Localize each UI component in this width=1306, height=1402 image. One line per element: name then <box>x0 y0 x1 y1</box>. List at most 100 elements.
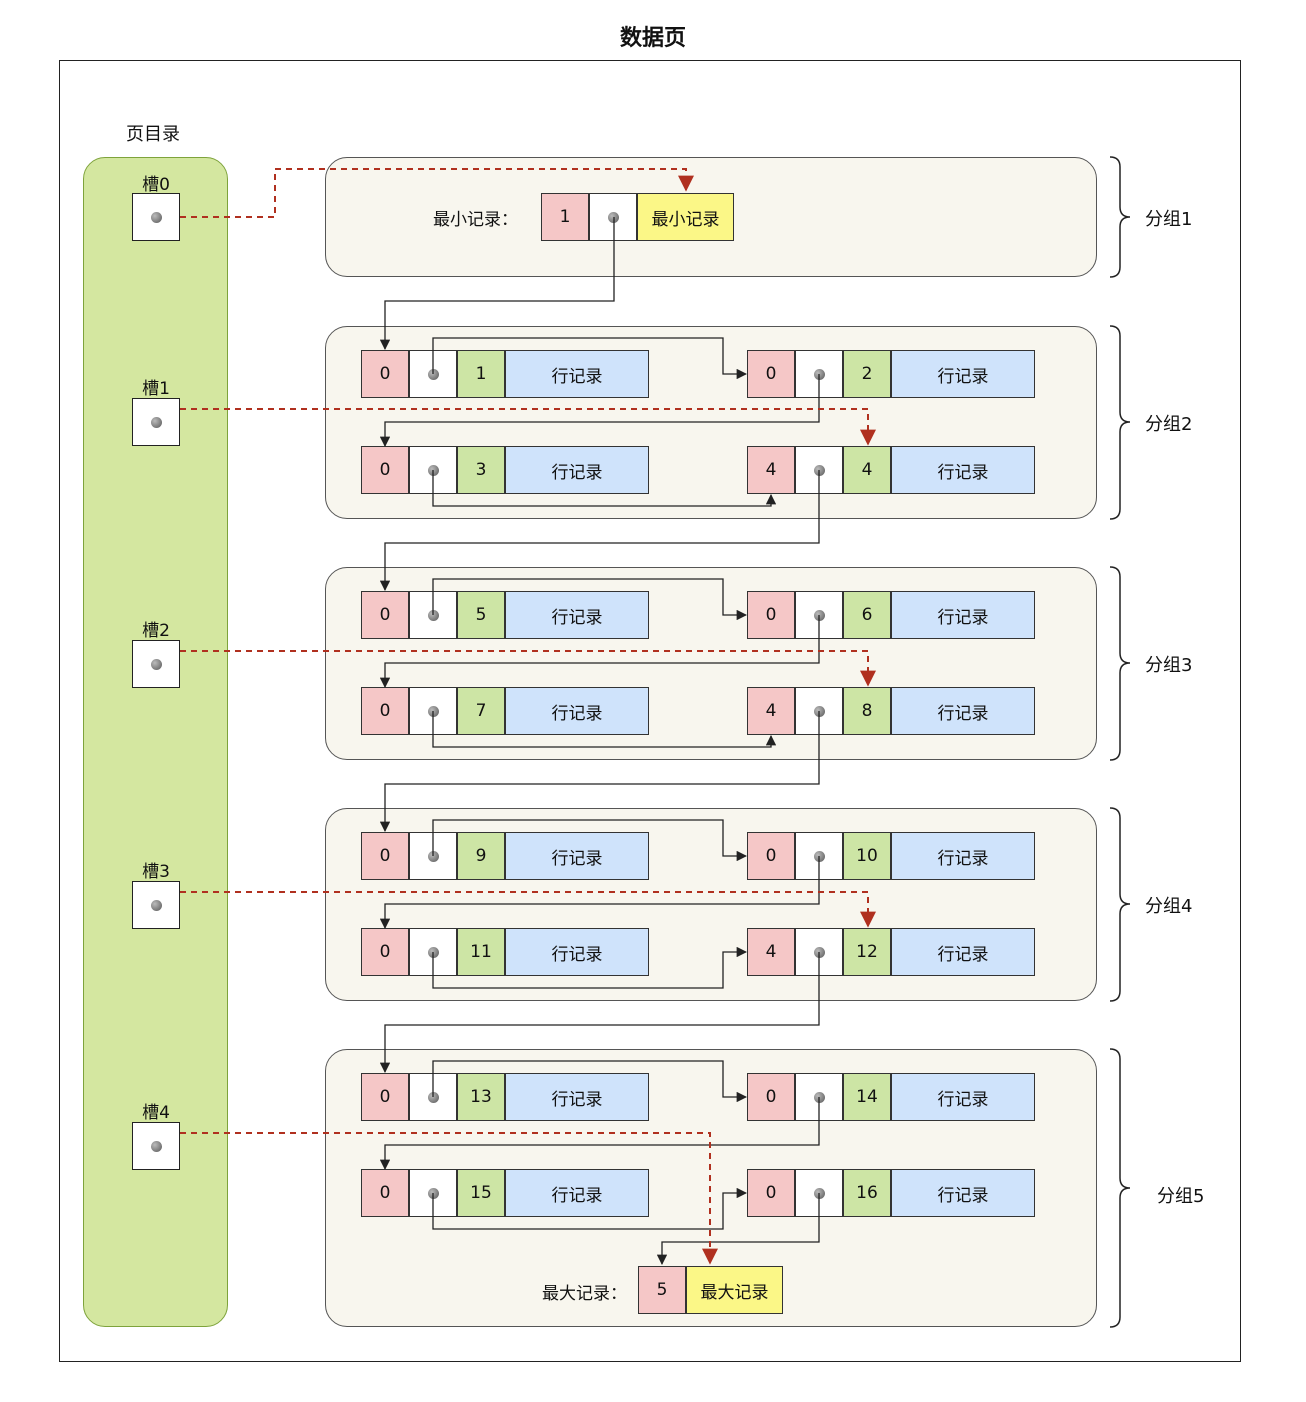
slot-1 <box>132 398 180 446</box>
group-5-brace <box>1109 1048 1131 1328</box>
record-key: 13 <box>457 1073 505 1121</box>
slot-4-label: 槽4 <box>142 1103 170 1123</box>
group-1-brace <box>1109 156 1131 278</box>
record-n-owned: 0 <box>747 591 795 639</box>
group-2-brace <box>1109 325 1131 520</box>
arrow-11-to-12 <box>432 946 748 989</box>
next-record-arrows <box>379 217 820 1266</box>
record-n-owned: 4 <box>747 928 795 976</box>
supremum-record: 最大记录 <box>686 1266 783 1314</box>
arrow-4-to-5 <box>379 470 820 592</box>
pointer-dot-icon <box>150 211 162 223</box>
slot-2-arrow <box>180 650 876 687</box>
group-3-label: 分组3 <box>1145 655 1193 676</box>
record-row-data: 行记录 <box>891 832 1035 880</box>
record-row-data: 行记录 <box>891 591 1035 639</box>
record-key: 12 <box>843 928 891 976</box>
slot-2-label: 槽2 <box>142 621 170 641</box>
infimum-next-pointer <box>589 193 637 241</box>
arrow-8-to-9 <box>379 711 820 833</box>
arrow-infimum-to-1 <box>379 217 615 351</box>
group-4-label: 分组4 <box>1145 896 1193 917</box>
record-key: 4 <box>843 446 891 494</box>
record-row-data: 行记录 <box>891 687 1035 735</box>
record-row-data: 行记录 <box>505 832 649 880</box>
page-directory-label: 页目录 <box>126 124 180 145</box>
record-n-owned: 0 <box>361 446 409 494</box>
infimum-record: 最小记录 <box>637 193 734 241</box>
record-row-data: 行记录 <box>891 928 1035 976</box>
record-key: 6 <box>843 591 891 639</box>
group-5-label: 分组5 <box>1157 1186 1205 1207</box>
slot-4-arrow <box>180 1132 718 1265</box>
record-key: 8 <box>843 687 891 735</box>
record-n-owned: 0 <box>747 1073 795 1121</box>
record-n-owned: 0 <box>747 350 795 398</box>
arrow-3-to-4 <box>432 470 777 507</box>
record-n-owned: 0 <box>747 832 795 880</box>
slot-3-label: 槽3 <box>142 862 170 882</box>
record-row-data: 行记录 <box>891 446 1035 494</box>
arrow-7-to-8 <box>432 711 777 748</box>
supremum-label: 最大记录： <box>542 1284 627 1304</box>
record-n-owned: 0 <box>361 350 409 398</box>
pointer-dot-icon <box>150 658 162 670</box>
slot-1-arrow <box>180 408 876 446</box>
record-row-data: 行记录 <box>505 1169 649 1217</box>
record-row-data: 行记录 <box>505 350 649 398</box>
arrow-2-to-3 <box>379 374 820 448</box>
slot-1-label: 槽1 <box>142 379 170 399</box>
group-braces <box>1109 156 1131 1328</box>
record-n-owned: 0 <box>361 1169 409 1217</box>
slot-3-arrow <box>180 891 876 928</box>
arrow-14-to-15 <box>379 1097 820 1171</box>
record-n-owned: 0 <box>361 1073 409 1121</box>
slot-2 <box>132 640 180 688</box>
arrow-1-to-2 <box>432 337 748 380</box>
record-row-data: 行记录 <box>891 1073 1035 1121</box>
group-2-label: 分组2 <box>1145 414 1193 435</box>
slot-3 <box>132 881 180 929</box>
arrow-15-to-16 <box>432 1187 748 1230</box>
record-row-data: 行记录 <box>505 687 649 735</box>
infimum-n-owned: 1 <box>541 193 589 241</box>
arrow-9-to-10 <box>432 819 748 862</box>
supremum-n-owned: 5 <box>638 1266 686 1314</box>
record-row-data: 行记录 <box>505 446 649 494</box>
record-key: 9 <box>457 832 505 880</box>
pointer-dot-icon <box>150 416 162 428</box>
slot-0-label: 槽0 <box>142 175 170 195</box>
record-n-owned: 4 <box>747 446 795 494</box>
infimum-label: 最小记录： <box>433 210 518 230</box>
page-title: 数据页 <box>619 26 686 51</box>
record-n-owned: 0 <box>361 591 409 639</box>
record-key: 5 <box>457 591 505 639</box>
group-3-brace <box>1109 566 1131 761</box>
arrow-16-to-supremum <box>656 1193 820 1266</box>
group-4-brace <box>1109 807 1131 1002</box>
data-page-frame <box>59 60 1241 1362</box>
record-key: 7 <box>457 687 505 735</box>
pointer-dot-icon <box>150 899 162 911</box>
group-1-label: 分组1 <box>1145 209 1193 230</box>
arrow-5-to-6 <box>432 578 748 621</box>
arrow-13-to-14 <box>432 1060 748 1103</box>
arrow-10-to-11 <box>379 856 820 930</box>
slot-4 <box>132 1122 180 1170</box>
record-key: 1 <box>457 350 505 398</box>
slot-pointer-arrows <box>180 168 876 1265</box>
slot-0 <box>132 193 180 241</box>
record-key: 10 <box>843 832 891 880</box>
pointer-dot-icon <box>607 211 619 223</box>
record-row-data: 行记录 <box>505 1073 649 1121</box>
slot-0-arrow <box>180 168 694 218</box>
record-key: 2 <box>843 350 891 398</box>
record-n-owned: 0 <box>747 1169 795 1217</box>
record-key: 16 <box>843 1169 891 1217</box>
record-n-owned: 0 <box>361 928 409 976</box>
record-n-owned: 4 <box>747 687 795 735</box>
record-n-owned: 0 <box>361 832 409 880</box>
pointer-dot-icon <box>150 1140 162 1152</box>
